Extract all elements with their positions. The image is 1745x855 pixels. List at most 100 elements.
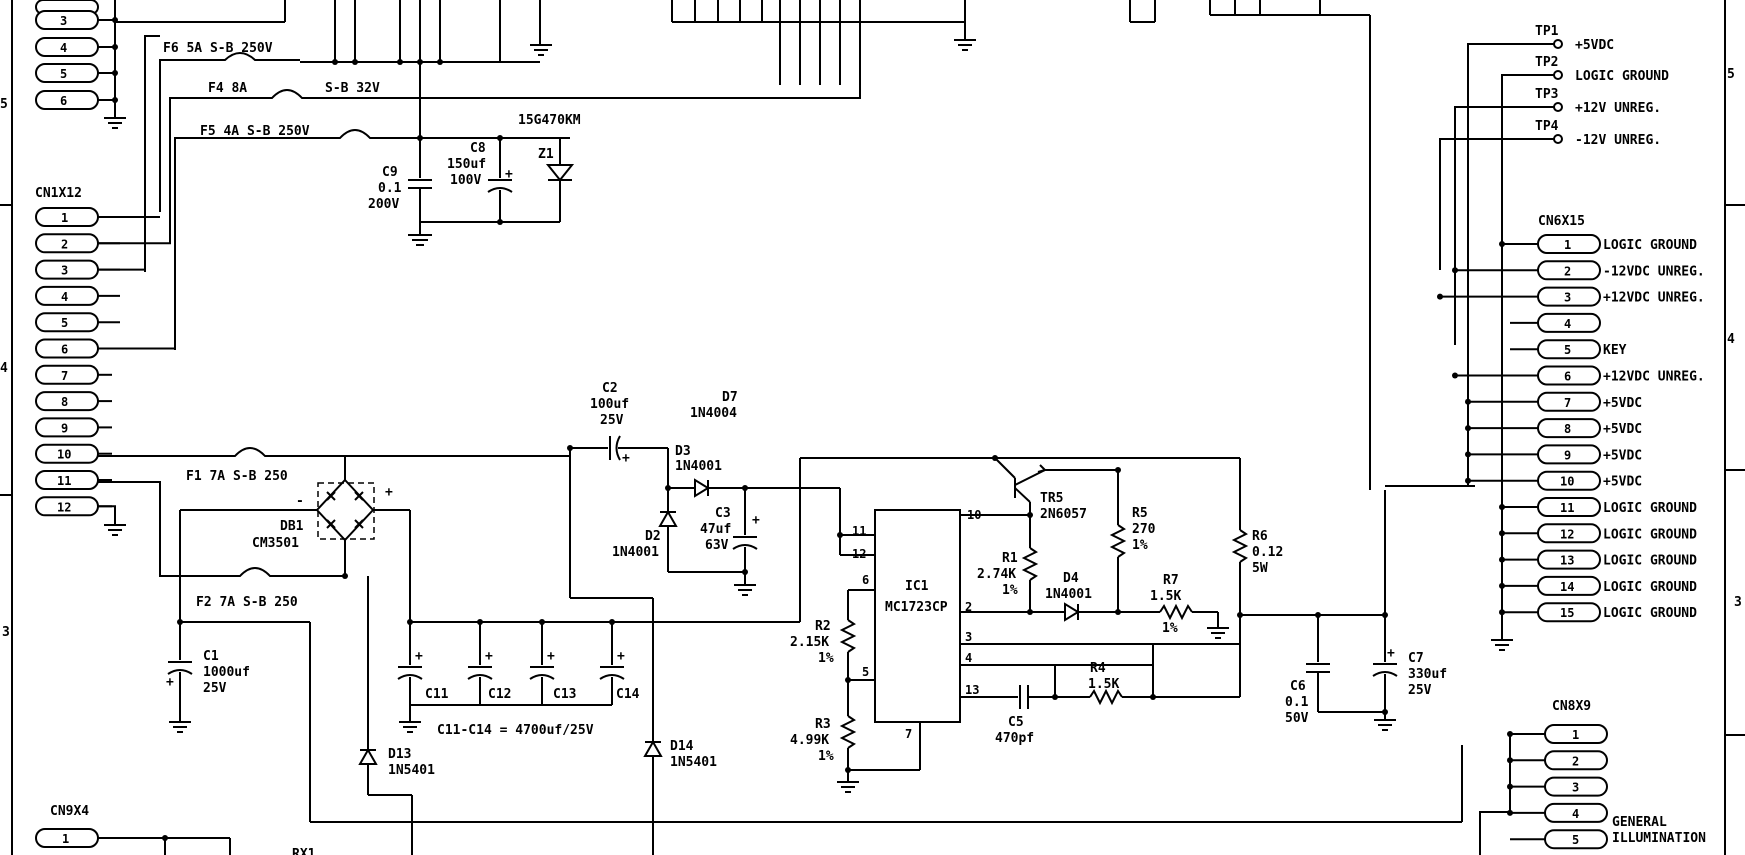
cn6-pin-label: +5VDC [1603, 448, 1642, 463]
svg-text:+: + [752, 513, 760, 528]
fuse-group-top: F6 5A S-B 250V F4 8A S-B 32V F5 4A S-B 2… [144, 35, 861, 350]
cn1-pin-label: 11 [57, 474, 71, 488]
db1-plus: + [385, 485, 393, 500]
cn6-pin-label: KEY [1603, 343, 1627, 358]
c3-voltage: 63V [705, 538, 729, 553]
ic1-pin-3: 3 [965, 630, 972, 644]
r1-value: 2.74K [977, 567, 1016, 582]
fuse-f4-rating: S-B 32V [325, 81, 380, 96]
r2-value: 2.15K [790, 635, 829, 650]
r6-power: 5W [1252, 561, 1268, 576]
fuse-f6-label: F6 5A S-B 250V [163, 41, 273, 56]
cn6-pin-label: +12VDC UNREG. [1603, 291, 1705, 306]
d3-part: 1N4001 [675, 459, 722, 474]
c7-voltage: 25V [1408, 683, 1432, 698]
top-pin-5: 5 [60, 67, 67, 81]
ic1-part: MC1723CP [885, 600, 948, 615]
c3-ref: C3 [715, 506, 731, 521]
db1-minus: - [296, 494, 304, 509]
tp-ref: TP2 [1535, 55, 1558, 70]
cn1-label: CN1X12 [35, 186, 82, 201]
r1-ref: R1 [1002, 551, 1018, 566]
cn6-pin-num: 6 [1564, 370, 1571, 384]
cn6-pin-label: LOGIC GROUND [1603, 527, 1697, 542]
r7-ref: R7 [1163, 573, 1179, 588]
cn6-pin-label: LOGIC GROUND [1603, 554, 1697, 569]
svg-text:+: + [415, 649, 423, 664]
cn6-pin-label: LOGIC GROUND [1603, 238, 1697, 253]
test-point-icon[interactable] [1553, 70, 1563, 80]
cn8-note-2: ILLUMINATION [1612, 831, 1706, 846]
cn6-pin-num: 8 [1564, 422, 1571, 436]
cn1-pin-label: 4 [61, 290, 68, 304]
cn6-pin-num: 3 [1564, 291, 1571, 305]
d2-ref: D2 [645, 529, 661, 544]
cn8-pin-num: 4 [1572, 807, 1579, 821]
d14-part: 1N5401 [670, 755, 717, 770]
tp-label: -12V UNREG. [1575, 133, 1661, 148]
tp-ref: TP4 [1535, 119, 1559, 134]
r2-tol: 1% [818, 651, 834, 666]
d14-ref: D14 [670, 739, 694, 754]
c1-ref: C1 [203, 649, 219, 664]
c11-ref: C11 [425, 687, 449, 702]
r6-ref: R6 [1252, 529, 1268, 544]
cn9-label: CN9X4 [50, 804, 89, 819]
cn6-pin-label: LOGIC GROUND [1603, 606, 1697, 621]
c8-value: 150uf [447, 157, 486, 172]
c7-value: 330uf [1408, 667, 1447, 682]
c12-ref: C12 [488, 687, 511, 702]
test-point-icon[interactable] [1553, 39, 1563, 49]
top-left-connector: 3 4 5 6 [35, 0, 126, 129]
fuse-f1-label: F1 7A S-B 250 [186, 469, 288, 484]
d7-part: 1N4004 [690, 406, 737, 421]
cn6-pin-label: -12VDC UNREG. [1603, 264, 1705, 279]
cn8-label: CN8X9 [1552, 699, 1591, 714]
r4-value: 1.5K [1088, 677, 1119, 692]
r2-ref: R2 [815, 619, 831, 634]
top-pin-6: 6 [60, 94, 67, 108]
c7-ref: C7 [1408, 651, 1424, 666]
test-point-icon[interactable] [1553, 134, 1563, 144]
cn6-label: CN6X15 [1538, 214, 1585, 229]
svg-text:+: + [485, 649, 493, 664]
cn1-pin-label: 1 [61, 211, 68, 225]
cn6-pin-label: LOGIC GROUND [1603, 501, 1697, 516]
cn6-pin-num: 7 [1564, 396, 1571, 410]
tp-ref: TP3 [1535, 87, 1558, 102]
rx1-ref: RX1 [292, 847, 316, 855]
svg-text:+: + [505, 167, 513, 182]
ic1-pin-11: 11 [852, 524, 866, 538]
cn6-pin-num: 1 [1564, 238, 1571, 252]
r1-tol: 1% [1002, 583, 1018, 598]
fuse-f2-label: F2 7A S-B 250 [196, 595, 298, 610]
cn1-pin-label: 12 [57, 500, 71, 514]
top-pin-3: 3 [60, 14, 67, 28]
d13-ref: D13 [388, 747, 411, 762]
r5-tol: 1% [1132, 538, 1148, 553]
ic1-pin-2: 2 [965, 600, 972, 614]
cn6-pin-num: 4 [1564, 317, 1571, 331]
cn6-pin-label: +5VDC [1603, 422, 1642, 437]
cn1-pin-label: 2 [61, 237, 68, 251]
c5-value: 470pf [995, 731, 1034, 746]
cn6-pin-num: 15 [1560, 606, 1574, 620]
ic1-pin-5: 5 [862, 665, 869, 679]
cn6-pin-label: +5VDC [1603, 396, 1642, 411]
fuse-f4-label: F4 8A [208, 81, 247, 96]
cn6-pin-num: 11 [1560, 501, 1574, 515]
top-wiring [115, 0, 1371, 490]
cn6-pin-label: LOGIC GROUND [1603, 580, 1697, 595]
test-point-icon[interactable] [1553, 102, 1563, 112]
aux-supply: + C2 100uf 25V D7 1N4004 D3 1N4001 D2 1N… [567, 381, 840, 622]
c1-value: 1000uf [203, 665, 250, 680]
cn1-pin-label: 10 [57, 448, 71, 462]
z1-ref: Z1 [538, 147, 554, 162]
svg-text:+: + [622, 451, 630, 466]
cn8-pin-num: 1 [1572, 728, 1579, 742]
fuse-f5-label: F5 4A S-B 250V [200, 124, 310, 139]
d4-ref: D4 [1063, 571, 1079, 586]
